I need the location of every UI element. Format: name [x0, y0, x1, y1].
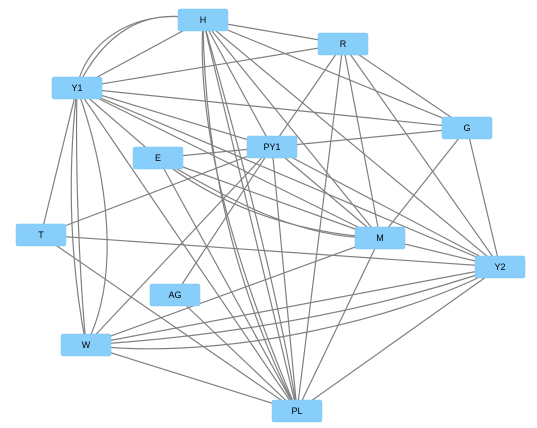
node-t[interactable]: T — [15, 223, 67, 247]
node-label: G — [463, 123, 470, 133]
edge-r-y2 — [342, 43, 501, 268]
node-h[interactable]: H — [177, 8, 229, 32]
curved-edge-w-y2 — [85, 266, 501, 350]
edge-h-y2 — [202, 19, 501, 268]
edge-r-pl — [296, 43, 344, 412]
node-label: H — [200, 15, 207, 25]
node-label: PY1 — [263, 142, 280, 152]
node-y2[interactable]: Y2 — [474, 255, 526, 279]
node-box — [15, 223, 67, 247]
edge-r-g — [342, 43, 468, 129]
node-box — [177, 8, 229, 32]
curved-edge-h-pl-left — [201, 19, 298, 412]
edge-h-g — [202, 19, 468, 129]
node-label: E — [155, 153, 161, 163]
edge-layer — [40, 15, 501, 412]
node-label: PL — [291, 406, 302, 416]
edge-m-w — [85, 237, 381, 346]
edge-t-pl — [40, 234, 298, 412]
edge-y1-e — [76, 87, 159, 159]
edge-r-m — [342, 43, 381, 239]
edge-py1-ag — [174, 146, 273, 296]
node-e[interactable]: E — [132, 146, 184, 170]
node-box — [149, 283, 201, 307]
edge-y2-w — [85, 266, 501, 346]
edge-ag-pl — [174, 294, 298, 412]
edge-h-m — [202, 19, 381, 239]
edge-e-pl — [157, 157, 298, 412]
edge-y1-pl — [76, 87, 298, 412]
node-m[interactable]: M — [354, 226, 406, 250]
edge-h-py1 — [202, 19, 273, 148]
node-ag[interactable]: AG — [149, 283, 201, 307]
edge-y1-g — [76, 87, 468, 129]
node-box — [441, 116, 493, 140]
curved-edge-y1-w-outer — [76, 87, 108, 346]
edge-e-m — [157, 157, 381, 239]
node-label: Y1 — [71, 83, 82, 93]
node-box — [474, 255, 526, 279]
curved-edge-h-pl — [202, 19, 298, 412]
edge-py1-w — [85, 146, 273, 346]
curved-edge-h-pl-mid — [202, 19, 298, 412]
edge-py1-m — [271, 146, 381, 239]
node-y1[interactable]: Y1 — [51, 76, 103, 100]
edge-y1-y2 — [76, 87, 501, 268]
edge-py1-t — [40, 146, 273, 236]
curved-edge-y1-w-inner — [75, 87, 87, 346]
edge-h-pl — [202, 19, 298, 412]
edge-g-py1 — [271, 127, 468, 148]
node-label: W — [82, 340, 91, 350]
node-box — [354, 226, 406, 250]
edge-g-y2 — [466, 127, 501, 268]
node-box — [51, 76, 103, 100]
node-w[interactable]: W — [60, 333, 112, 357]
curved-edge-y2-w — [85, 266, 501, 346]
node-label: R — [340, 39, 347, 49]
node-label: Y2 — [494, 262, 505, 272]
edge-r-y1 — [76, 43, 344, 89]
edge-py1-pl — [271, 146, 298, 412]
edge-m-pl — [296, 237, 381, 412]
node-g[interactable]: G — [441, 116, 493, 140]
curved-edge-e-m — [157, 157, 381, 239]
node-label: M — [376, 233, 384, 243]
node-pl[interactable]: PL — [271, 399, 323, 423]
edge-t-y2 — [40, 234, 501, 268]
node-py1[interactable]: PY1 — [246, 135, 298, 159]
node-label: T — [38, 230, 44, 240]
edge-r-py1 — [271, 43, 344, 148]
curved-edge-y1-w — [70, 87, 87, 346]
edge-y1-py1 — [76, 87, 273, 148]
edge-y1-t — [40, 87, 78, 236]
node-box — [317, 32, 369, 56]
node-r[interactable]: R — [317, 32, 369, 56]
edge-y2-pl — [296, 266, 501, 412]
node-box — [271, 399, 323, 423]
curved-edge-e-m — [157, 157, 381, 239]
node-box — [60, 333, 112, 357]
node-box — [132, 146, 184, 170]
edge-h-y1 — [76, 19, 204, 89]
edge-w-pl — [85, 344, 298, 412]
edge-g-m — [379, 127, 468, 239]
node-box — [246, 135, 298, 159]
edge-py1-y2 — [271, 146, 501, 268]
node-label: AG — [168, 290, 181, 300]
